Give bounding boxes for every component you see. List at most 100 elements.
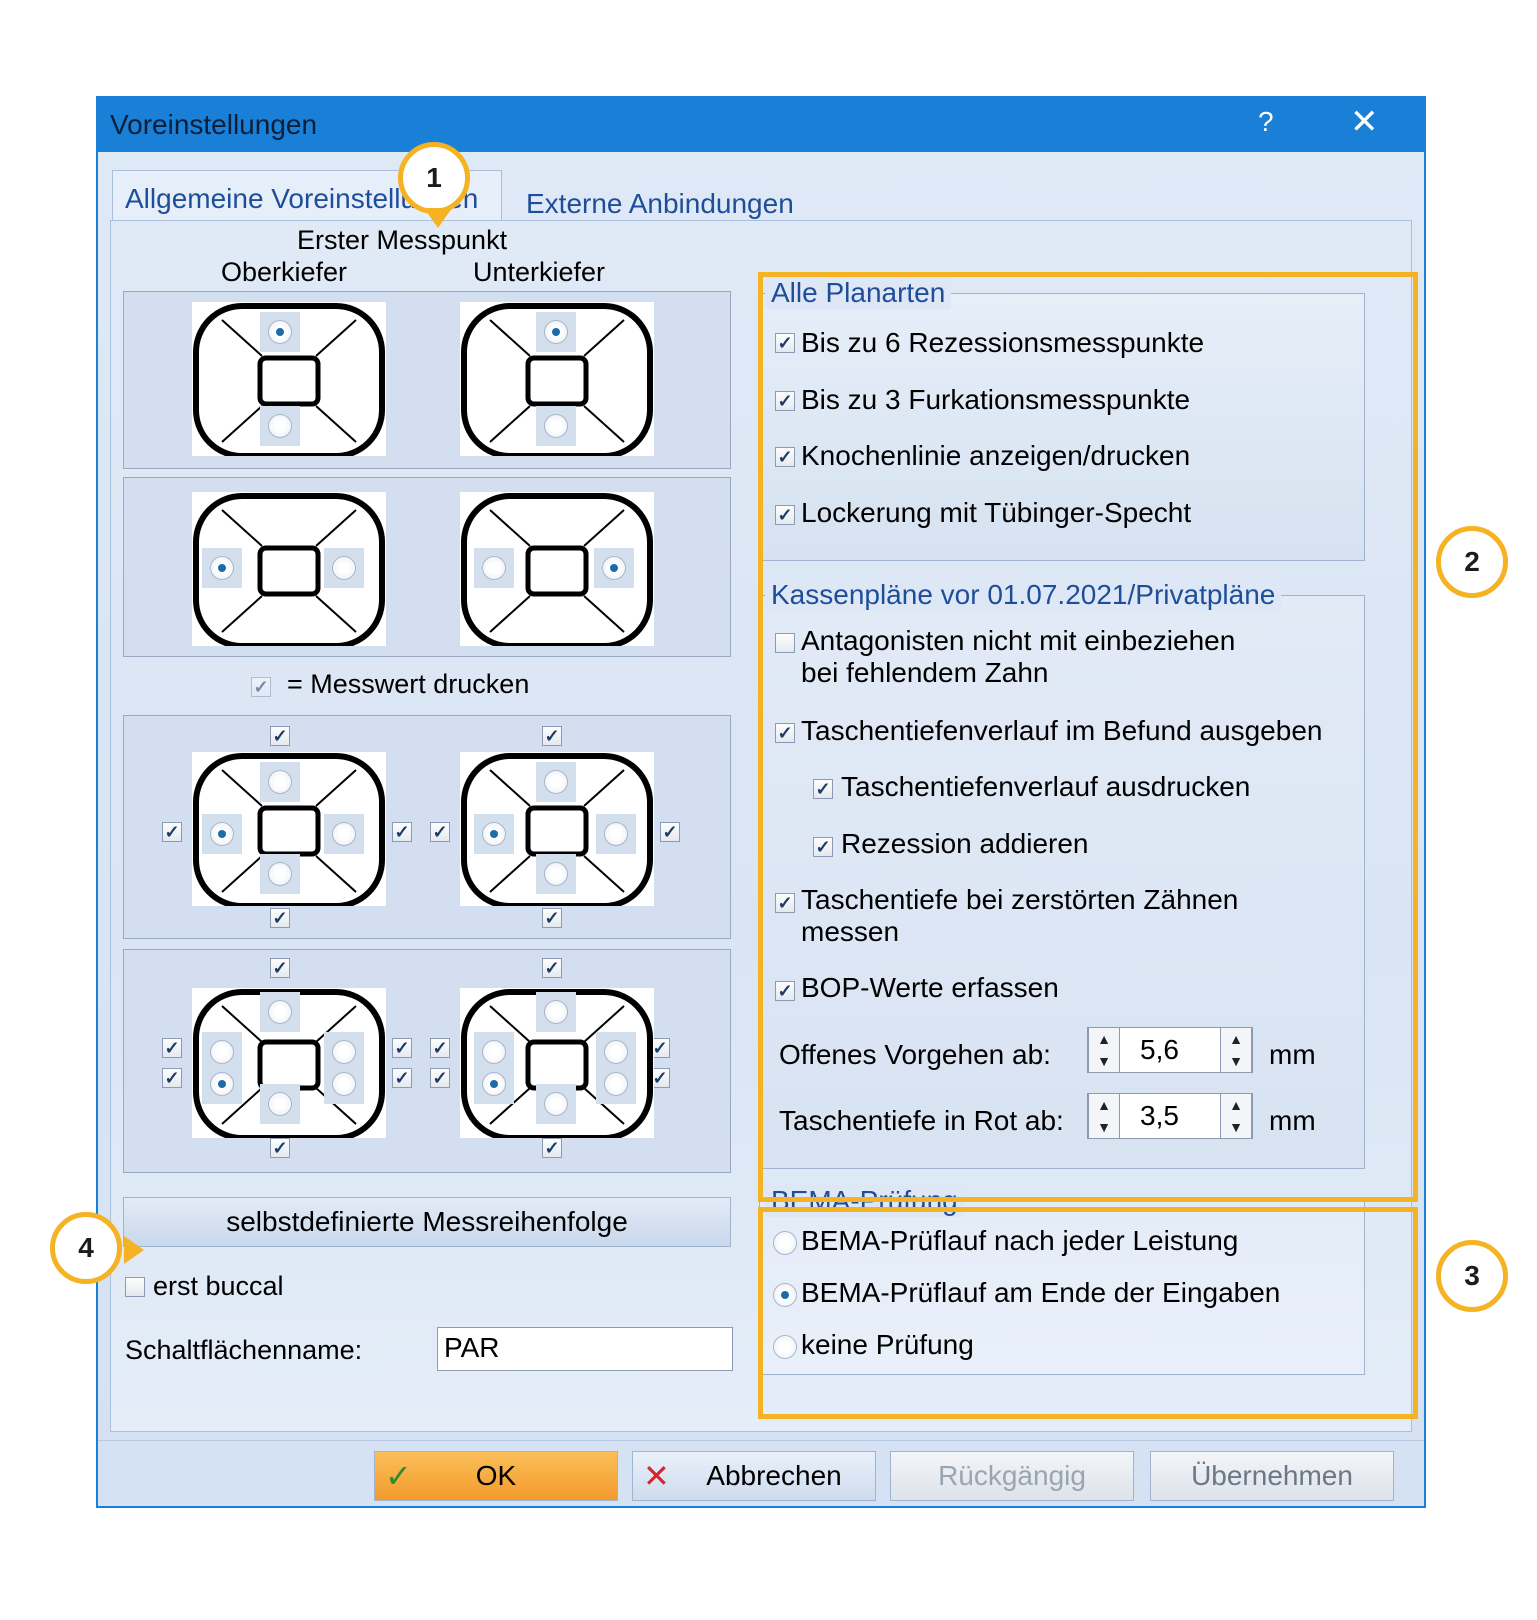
all-plans-group	[759, 293, 1365, 561]
mobility-checkbox[interactable]	[775, 505, 795, 525]
bema-option-end: BEMA-Prüflauf am Ende der Eingaben	[801, 1277, 1281, 1308]
print-checkbox-lower-top[interactable]	[542, 726, 562, 746]
order-radio[interactable]	[268, 1092, 292, 1116]
pocket-course-checkbox[interactable]	[775, 723, 795, 743]
spin-arrows-icon[interactable]: ▲▼	[1220, 1028, 1252, 1072]
tooth-diagram	[460, 752, 654, 906]
print-checkbox[interactable]	[392, 1038, 412, 1058]
print-checkbox[interactable]	[542, 958, 562, 978]
pocket-print-checkbox[interactable]	[813, 779, 833, 799]
button-name-value: PAR	[444, 1332, 500, 1363]
first-point-radio-lower-right[interactable]	[602, 556, 626, 580]
bema-radio-each[interactable]	[773, 1231, 797, 1255]
ok-button[interactable]: ✓ OK	[374, 1451, 618, 1501]
first-point-label: Erster Messpunkt	[297, 225, 508, 255]
first-point-radio-lower-bottom[interactable]	[544, 414, 568, 438]
close-icon[interactable]: ✕	[1350, 103, 1379, 141]
order-radio[interactable]	[544, 770, 568, 794]
order-radio[interactable]	[268, 862, 292, 886]
red-pocket-stepper[interactable]: ▲▼ 3,5 ▲▼	[1087, 1093, 1253, 1139]
print-checkbox[interactable]	[430, 1038, 450, 1058]
cancel-button[interactable]: ✕ Abbrechen	[632, 1451, 876, 1501]
antagonists-label-line2: bei fehlendem Zahn	[801, 657, 1049, 688]
bema-radio-end[interactable]	[773, 1283, 797, 1307]
tab-external-connections[interactable]: Externe Anbindungen	[518, 176, 802, 232]
print-checkbox[interactable]	[162, 1068, 182, 1088]
pocket-course-label: Taschentiefenverlauf im Befund ausgeben	[801, 715, 1323, 746]
open-approach-value: 5,6	[1140, 1034, 1179, 1065]
first-point-radio-lower-top[interactable]	[544, 320, 568, 344]
callout-4: 4	[50, 1212, 122, 1284]
pocket-print-label: Taschentiefenverlauf ausdrucken	[841, 771, 1251, 802]
furcation-points-checkbox[interactable]	[775, 391, 795, 411]
order-radio[interactable]	[210, 1040, 234, 1064]
highlight-frame-2	[758, 272, 1418, 1202]
print-checkbox[interactable]	[430, 1068, 450, 1088]
print-checkbox[interactable]	[270, 1138, 290, 1158]
first-point-radio-upper-bottom[interactable]	[268, 414, 292, 438]
cancel-button-label: Abbrechen	[706, 1460, 842, 1491]
dialog-title: Voreinstellungen	[110, 109, 318, 140]
order-radio[interactable]	[268, 770, 292, 794]
print-checkbox-upper-bottom[interactable]	[270, 908, 290, 928]
first-point-radio-upper-left[interactable]	[210, 556, 234, 580]
order-radio[interactable]	[544, 862, 568, 886]
order-radio[interactable]	[210, 1072, 234, 1096]
undo-button[interactable]: Rückgängig	[890, 1451, 1134, 1501]
order-radio[interactable]	[332, 822, 356, 846]
print-checkbox-lower-right[interactable]	[660, 822, 680, 842]
print-checkbox-lower-bottom[interactable]	[542, 908, 562, 928]
order-radio[interactable]	[482, 1072, 506, 1096]
recession-add-checkbox[interactable]	[813, 837, 833, 857]
order-radio[interactable]	[604, 1072, 628, 1096]
bone-line-checkbox[interactable]	[775, 447, 795, 467]
print-checkbox-upper-right[interactable]	[392, 822, 412, 842]
first-point-radio-upper-top[interactable]	[268, 320, 292, 344]
open-approach-stepper[interactable]: ▲▼ 5,6 ▲▼	[1087, 1027, 1253, 1073]
print-checkbox[interactable]	[162, 1038, 182, 1058]
antagonists-label-line1: Antagonisten nicht mit einbeziehen	[801, 625, 1236, 656]
order-radio[interactable]	[482, 822, 506, 846]
bop-checkbox[interactable]	[775, 981, 795, 1001]
custom-order-button-label: selbstdefinierte Messreihenfolge	[226, 1206, 628, 1237]
unit-mm-label: mm	[1269, 1039, 1316, 1070]
print-checkbox-upper-left[interactable]	[162, 822, 182, 842]
help-icon[interactable]: ?	[1258, 106, 1274, 137]
recession-points-label: Bis zu 6 Rezessionsmesspunkte	[801, 327, 1205, 358]
spin-arrows-icon[interactable]: ▲▼	[1220, 1094, 1252, 1138]
order-radio[interactable]	[482, 1040, 506, 1064]
buccal-first-checkbox[interactable]	[125, 1277, 145, 1297]
upper-jaw-label: Oberkiefer	[221, 257, 348, 287]
order-radio[interactable]	[210, 822, 234, 846]
button-name-input[interactable]: PAR	[437, 1327, 733, 1371]
red-pocket-label: Taschentiefe in Rot ab:	[779, 1105, 1064, 1136]
antagonists-checkbox[interactable]	[775, 633, 795, 653]
print-checkbox[interactable]	[392, 1068, 412, 1088]
recession-points-checkbox[interactable]	[775, 333, 795, 353]
order-radio[interactable]	[332, 1040, 356, 1064]
print-checkbox[interactable]	[270, 958, 290, 978]
order-radio[interactable]	[604, 822, 628, 846]
custom-order-button[interactable]: selbstdefinierte Messreihenfolge	[123, 1197, 731, 1247]
print-checkbox-lower-left[interactable]	[430, 822, 450, 842]
spin-arrows-icon[interactable]: ▲▼	[1088, 1028, 1120, 1072]
bema-radio-none[interactable]	[773, 1335, 797, 1359]
first-point-radio-lower-left[interactable]	[482, 556, 506, 580]
print-checkbox-upper-top[interactable]	[270, 726, 290, 746]
order-radio[interactable]	[268, 1000, 292, 1024]
order-radio[interactable]	[332, 1072, 356, 1096]
print-checkbox[interactable]	[542, 1138, 562, 1158]
first-point-radio-upper-right[interactable]	[332, 556, 356, 580]
pocket-destroyed-checkbox[interactable]	[775, 893, 795, 913]
apply-button[interactable]: Übernehmen	[1150, 1451, 1394, 1501]
furcation-points-label: Bis zu 3 Furkationsmesspunkte	[801, 384, 1191, 415]
cash-plans-title: Kassenpläne vor 01.07.2021/Privatpläne	[765, 579, 1282, 611]
order-radio[interactable]	[544, 1000, 568, 1024]
order-radio[interactable]	[604, 1040, 628, 1064]
spin-arrows-icon[interactable]: ▲▼	[1088, 1094, 1120, 1138]
ok-button-label: OK	[475, 1460, 517, 1491]
cash-plans-group	[759, 595, 1365, 1169]
apply-button-label: Übernehmen	[1191, 1460, 1353, 1491]
order-radio[interactable]	[544, 1092, 568, 1116]
all-plans-title: Alle Planarten	[765, 277, 952, 309]
